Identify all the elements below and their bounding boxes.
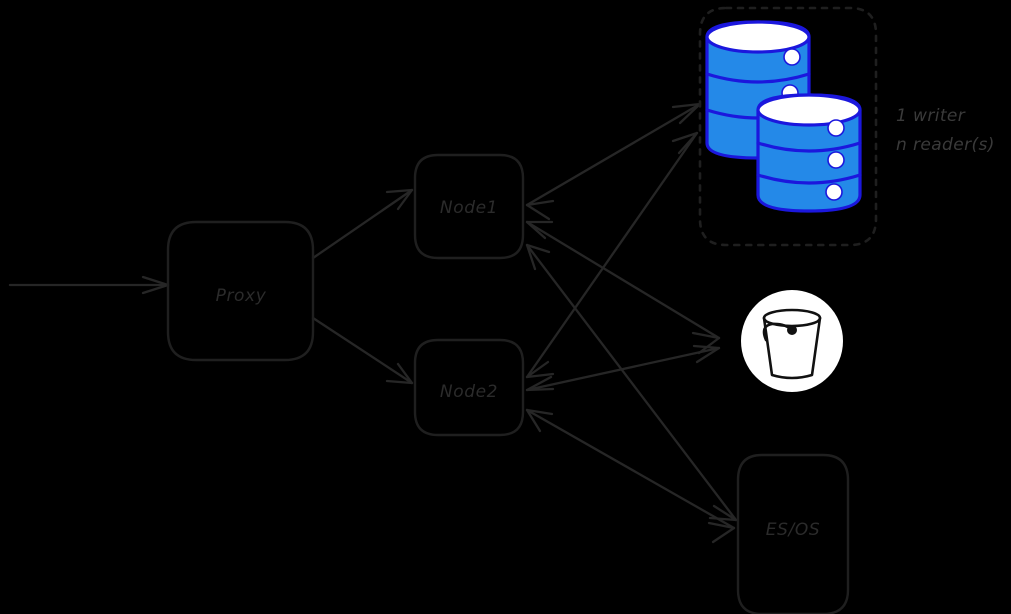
node1-label: Node1	[440, 198, 498, 218]
database-group[interactable]: 1 writer n reader(s)	[698, 6, 995, 247]
proxy-node[interactable]: Proxy	[166, 220, 315, 362]
edge-ingress-to-proxy	[8, 275, 170, 295]
edge-proxy-to-node1	[311, 188, 414, 260]
node2-node[interactable]: Node2	[413, 338, 525, 437]
edge-node1-to-database	[525, 102, 702, 221]
edge-node1-to-esos	[525, 243, 738, 522]
edge-proxy-to-node2	[311, 316, 414, 385]
bucket-icon	[762, 308, 822, 380]
proxy-label: Proxy	[216, 286, 267, 306]
node2-label: Node2	[440, 382, 498, 402]
esos-node[interactable]: ES/OS	[736, 453, 850, 614]
object-store-node[interactable]	[741, 290, 843, 392]
edge-node2-to-bucket	[525, 344, 721, 392]
esos-label: ES/OS	[766, 520, 820, 540]
edge-node2-to-database	[525, 131, 699, 379]
writer-annotation: 1 writer	[896, 106, 966, 126]
database-cylinders-icon	[705, 20, 862, 213]
reader-annotation: n reader(s)	[896, 135, 995, 155]
edge-node1-to-bucket	[525, 220, 721, 355]
node1-node[interactable]: Node1	[413, 153, 525, 260]
edge-node2-to-esos	[525, 408, 736, 544]
